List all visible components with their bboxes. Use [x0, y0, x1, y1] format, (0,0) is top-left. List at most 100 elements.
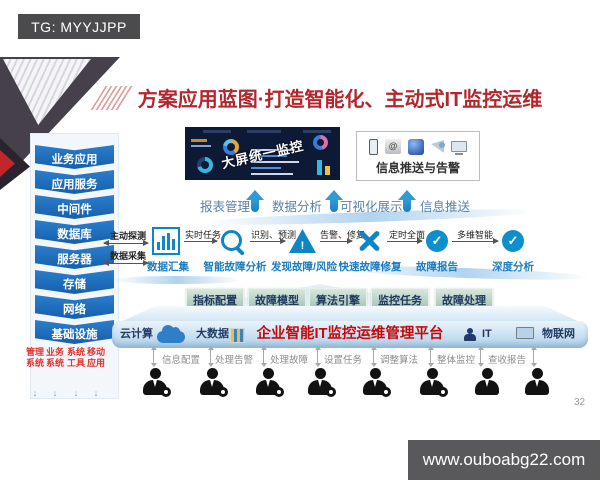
capability-visualization: 可视化展示 — [340, 200, 403, 214]
action-check-report: 查收报告 — [488, 355, 527, 366]
vertical-sys-tools: 系统工具 — [67, 347, 86, 368]
megaphone-icon — [431, 140, 445, 153]
dash-bar-row — [251, 167, 281, 169]
operator-person-icon — [474, 368, 500, 398]
dash-donut-chart — [197, 157, 213, 173]
dash-bar-row — [251, 161, 299, 163]
tag-it: IT — [482, 328, 492, 340]
platform-bar: 云计算 大数据 企业智能IT监控运维管理平台 IT 物联网 — [112, 321, 588, 348]
collect-label: 数据采集 — [110, 251, 147, 261]
action-overall-monitor: 整体监控 — [437, 355, 476, 366]
capability-report-mgmt: 报表管理 — [200, 200, 251, 214]
probe-label: 主动探测 — [110, 231, 147, 241]
dash-header-strip — [303, 130, 331, 133]
vertical-biz-system: 业务系统 — [46, 347, 65, 368]
action-handle-alert: 处理告警 — [215, 355, 254, 366]
flow-arrow — [250, 238, 286, 244]
push-alert-label: 信息推送与告警 — [375, 161, 460, 175]
down-arrow-icon: ↓ — [32, 388, 38, 398]
action-info-config: 信息配置 — [162, 355, 201, 366]
platform-title: 企业智能IT监控运维管理平台 — [256, 326, 444, 342]
step-find-fault-risk: 发现故障/风险 — [271, 261, 337, 273]
layer-infrastructure: 基础设施 — [35, 320, 114, 344]
updown-arrow-icon — [260, 346, 267, 367]
operator-person-icon — [307, 368, 336, 398]
collect-arrow — [103, 260, 149, 266]
layer-business-app: 业务应用 — [35, 145, 114, 169]
updown-arrow-icon — [314, 346, 321, 367]
it-layer-stack: 业务应用 应用服务 中间件 数据库 服务器 存储 网络 基础设施 — [30, 133, 119, 399]
wrench-icon — [356, 228, 382, 254]
down-arrow-icon: ↓ — [93, 388, 99, 398]
step-data-aggregation: 数据汇集 — [147, 261, 189, 273]
operator-person-icon — [255, 368, 284, 398]
up-arrow-icon — [398, 190, 416, 212]
operator-person-icon — [199, 368, 228, 398]
flow-arrow — [387, 238, 423, 244]
mobile-app-icon — [408, 138, 424, 155]
dash-bar-row — [251, 173, 293, 175]
updown-arrow-icon — [150, 346, 157, 367]
smartphone-icon — [369, 138, 378, 155]
down-arrow-icon: ↓ — [73, 388, 79, 398]
dash-header-strip — [247, 130, 281, 133]
down-arrow-icon: ↓ — [52, 388, 58, 398]
computer-icon — [451, 141, 467, 155]
dash-vbar — [317, 160, 322, 175]
monitoring-dashboard-thumbnail: 大屏统一监控 — [185, 127, 340, 180]
dash-header-strip — [203, 130, 231, 133]
action-handle-fault: 处理故障 — [270, 355, 309, 366]
module-algorithm-engine: 算法引擎 — [309, 288, 367, 311]
email-icon: @ — [385, 139, 401, 154]
telegram-badge: TG: MYYJJPP — [18, 14, 140, 39]
dash-vbar — [325, 166, 330, 175]
updown-arrow-icon — [207, 346, 214, 367]
step-deep-analysis: 深度分析 — [492, 261, 534, 273]
swoosh-decoration — [112, 276, 242, 284]
flow-arrow — [452, 238, 499, 244]
dash-stat — [191, 139, 207, 142]
flow-arrow — [320, 238, 353, 244]
vertical-mobile-app: 移动应用 — [87, 347, 106, 368]
layer-storage: 存储 — [35, 270, 114, 294]
site-watermark: www.ouboabg22.com — [408, 440, 600, 480]
action-set-task: 设置任务 — [324, 355, 363, 366]
tag-iot: 物联网 — [542, 328, 575, 340]
capability-data-analysis: 数据分析 — [272, 200, 323, 214]
big-data-icon — [230, 328, 245, 343]
bar-chart-icon — [152, 227, 180, 255]
step-quick-repair: 快速故障修复 — [338, 261, 402, 273]
dash-donut-chart — [313, 135, 328, 150]
operator-person-icon — [362, 368, 391, 398]
tag-big-data: 大数据 — [196, 328, 229, 340]
up-arrow-icon — [246, 190, 264, 212]
push-alert-box: @ 信息推送与告警 — [356, 131, 480, 181]
flow-arrow — [184, 238, 218, 244]
action-tune-algorithm: 调整算法 — [380, 355, 419, 366]
step-fault-analysis: 智能故障分析 — [203, 261, 267, 273]
it-person-icon — [464, 328, 476, 341]
dash-bar-row — [251, 149, 295, 151]
capability-info-push: 信息推送 — [420, 200, 471, 214]
dash-donut-chart — [223, 139, 239, 155]
page-number: 32 — [574, 397, 586, 408]
up-arrow-icon — [325, 190, 343, 212]
arrow-label-scheduled: 定时全面 — [389, 230, 426, 240]
step-fault-report: 故障报告 — [416, 261, 458, 273]
check-circle-icon: ✓ — [426, 230, 448, 252]
operator-person-icon — [419, 368, 448, 398]
layer-middleware: 中间件 — [35, 195, 114, 219]
dash-stat — [191, 145, 211, 147]
arrow-label-realtime: 实时任务 — [185, 230, 222, 240]
probe-arrow — [103, 240, 149, 246]
magnifier-icon — [221, 230, 242, 251]
check-circle-icon: ✓ — [502, 230, 524, 252]
vertical-mgmt-system: 管理系统 — [26, 347, 45, 368]
updown-arrow-icon — [427, 346, 434, 367]
arrow-label-identify: 识别、预测 — [251, 230, 297, 240]
operator-person-icon — [524, 368, 550, 398]
operator-person-icon — [142, 368, 171, 398]
updown-arrow-icon — [370, 346, 377, 367]
updown-arrow-icon — [477, 346, 484, 367]
